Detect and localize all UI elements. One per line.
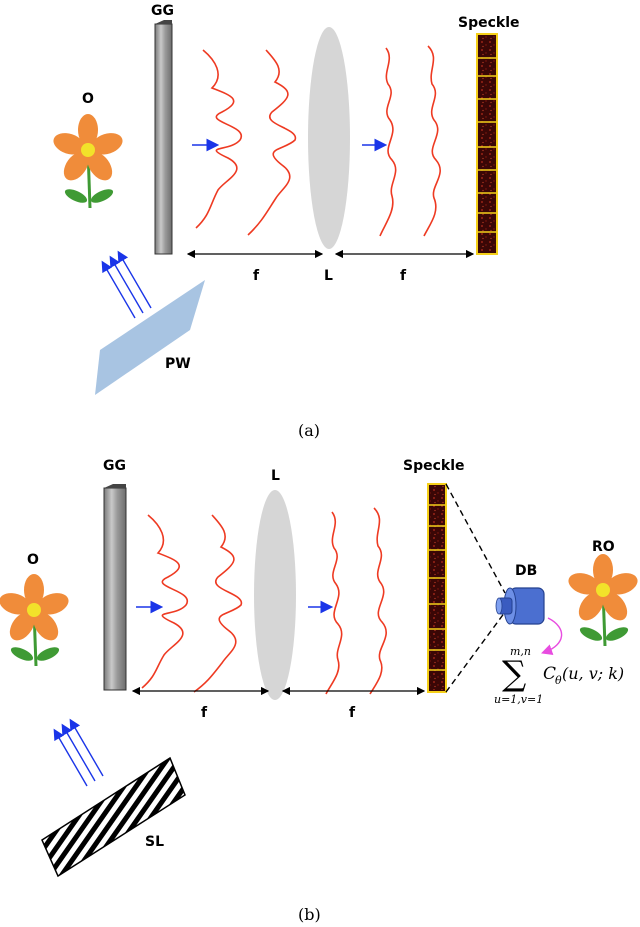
reconstructed-label: RO (592, 539, 615, 555)
wavefront-b-2 (193, 514, 242, 693)
panel-a: O GG PW L (53, 3, 520, 440)
object-flower-b (0, 574, 69, 667)
caption-b: (b) (298, 905, 321, 924)
lens-label-a: L (324, 268, 333, 284)
speckle-label-a: Speckle (458, 15, 520, 31)
lens-label-b: L (271, 468, 280, 484)
correlation-formula: m,n ∑ u=1,v=1 C θ (u, v; k) (494, 645, 624, 706)
object-label-a: O (82, 91, 94, 107)
sum-lower-limit: u=1,v=1 (494, 693, 543, 706)
wavefront-a-1 (195, 49, 243, 229)
wavefront-b-4 (369, 507, 387, 695)
illumination-arrows-b (53, 718, 104, 787)
correlation-arguments: (u, v; k) (562, 664, 624, 683)
ground-glass-label-a: GG (151, 3, 174, 19)
correlation-subscript: θ (555, 674, 562, 687)
ground-glass-a (154, 20, 173, 255)
ground-glass-b (103, 484, 127, 691)
detector-label: DB (515, 563, 537, 579)
ground-glass-label-b: GG (103, 458, 126, 474)
sum-upper-limit: m,n (510, 645, 531, 658)
sum-symbol: ∑ (502, 654, 526, 694)
speckle-screen-b (427, 483, 447, 693)
speckle-label-b: Speckle (403, 458, 465, 474)
focal-label-b-2: f (349, 705, 356, 721)
wavefront-b-3 (325, 511, 343, 695)
focal-label-b-1: f (201, 705, 208, 721)
focal-label-a-1: f (253, 268, 260, 284)
projection-line-bottom (445, 611, 506, 693)
lens-a (308, 27, 350, 249)
illumination-arrows-a (101, 250, 152, 319)
projection-line-top (445, 483, 506, 594)
wavefront-a-4 (423, 45, 441, 237)
reconstructed-flower (568, 554, 638, 647)
wavefront-b-1 (141, 514, 189, 689)
object-label-b: O (27, 552, 39, 568)
object-flower-a (53, 114, 123, 209)
plane-wave-plate (95, 280, 205, 395)
spatial-light-modulator (41, 756, 186, 878)
correlation-C: C (543, 664, 556, 684)
slm-label: SL (145, 834, 164, 850)
bucket-detector (495, 587, 545, 625)
wavefront-a-2 (247, 49, 296, 236)
caption-a: (a) (298, 421, 320, 440)
detector-to-sum-arrow (541, 617, 563, 655)
wavefront-a-3 (379, 47, 397, 237)
lens-b (254, 490, 296, 700)
focal-label-a-2: f (400, 268, 407, 284)
speckle-screen-a (476, 33, 498, 255)
plane-wave-label: PW (165, 356, 191, 372)
panel-b: O GG SL L (0, 458, 638, 924)
